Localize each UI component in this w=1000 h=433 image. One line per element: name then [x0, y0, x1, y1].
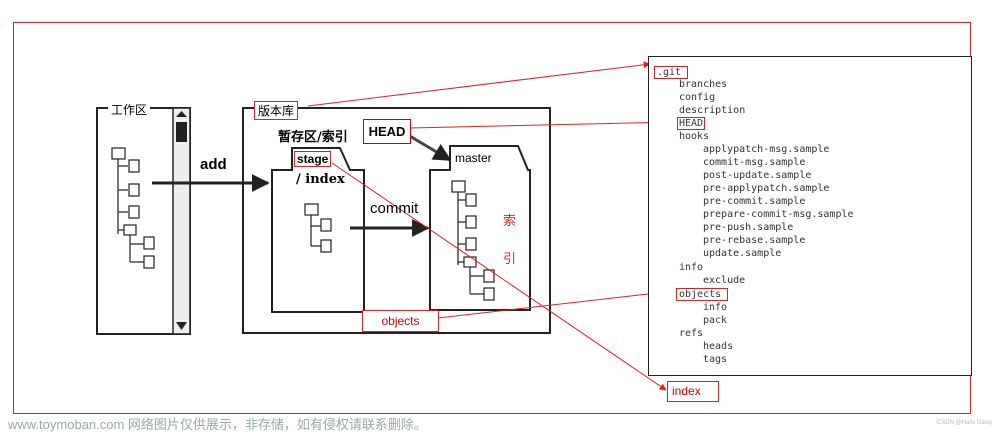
tree-item-objects-info: info	[703, 302, 728, 313]
stage-folder	[271, 147, 365, 313]
tree-item-pre-push: pre-push.sample	[703, 222, 794, 233]
tree-item-pack: pack	[703, 315, 728, 326]
index-label: index	[667, 381, 719, 402]
workspace-title: 工作区	[108, 101, 151, 118]
tree-item-objects: objects	[676, 288, 729, 301]
stage-subtitle: / index	[296, 172, 345, 187]
tree-item-post-update: post-update.sample	[703, 170, 812, 181]
add-label: add	[200, 156, 227, 173]
repository-title: 版本库	[254, 101, 299, 120]
vertical-char-2: 引	[503, 252, 517, 267]
master-file-tree	[451, 180, 495, 301]
tree-item-pre-applypatch: pre-applypatch.sample	[703, 183, 830, 194]
objects-label: objects	[362, 310, 439, 332]
head-to-master-arrow	[407, 133, 452, 162]
tree-item-git: .git	[654, 66, 689, 79]
git-directory-tree	[648, 56, 972, 376]
tree-item-exclude: exclude	[703, 275, 746, 286]
tree-item-branches: branches	[679, 79, 728, 90]
tree-item-refs: refs	[679, 328, 704, 339]
master-tab-label: master	[455, 151, 492, 165]
vertical-char-1: 索	[503, 214, 517, 229]
tree-item-heads: heads	[703, 341, 734, 352]
stage-tab-label: stage	[294, 151, 332, 167]
workspace-window	[96, 107, 191, 335]
tree-item-commit-msg: commit-msg.sample	[703, 157, 806, 168]
tree-item-applypatch-msg: applypatch-msg.sample	[703, 144, 830, 155]
tree-item-description: description	[679, 105, 746, 116]
tree-item-pre-commit: pre-commit.sample	[703, 196, 806, 207]
repository-box	[242, 107, 551, 334]
tree-item-hooks: hooks	[679, 131, 710, 142]
tree-item-pre-rebase: pre-rebase.sample	[703, 235, 806, 246]
watermark: www.toymoban.com 网络图片仅供展示，非存储，如有侵权请联系删除。	[8, 417, 427, 432]
annotation-lines	[307, 61, 676, 391]
tree-item-tags: tags	[703, 354, 728, 365]
head-label: HEAD	[363, 119, 411, 144]
stage-caption: 暂存区/索引	[278, 130, 348, 145]
tree-item-prepare-commit-msg: prepare-commit-msg.sample	[703, 209, 854, 220]
stage-file-tree	[304, 203, 332, 253]
tree-item-config: config	[679, 92, 716, 103]
tree-item-info: info	[679, 262, 704, 273]
tree-item-head: HEAD	[677, 117, 706, 130]
tree-item-update: update.sample	[703, 248, 782, 259]
workspace-file-tree	[111, 147, 155, 269]
commit-label: commit	[370, 200, 419, 217]
credit: CSDN @Hallo Daisy	[936, 420, 992, 426]
